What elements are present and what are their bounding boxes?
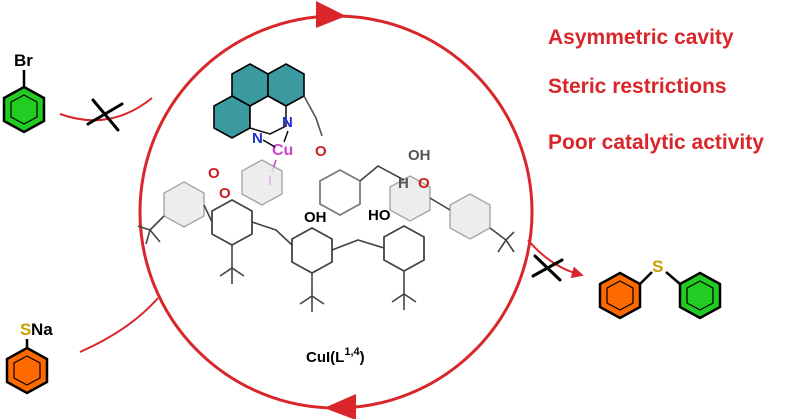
aryl-ring [449, 193, 491, 240]
aryl-ring [241, 159, 283, 206]
nitrogen-label-2: N [282, 114, 293, 131]
hydroxyl-label: OH [408, 147, 431, 164]
aryl-ring [383, 224, 425, 273]
copper-label: Cu [272, 142, 293, 159]
phenanthroline-ligand [213, 63, 305, 139]
blocked-cross-icon [531, 254, 564, 282]
bromine-label: Br [14, 51, 33, 70]
aryl-ring [291, 226, 333, 275]
ether-oxygen-label: O [315, 143, 327, 160]
catalyst-structure: N N Cu I O [137, 63, 515, 312]
thiolate-entry-arrow [79, 297, 159, 353]
cycle-arrowhead-top [316, 1, 346, 28]
aryl-ring [389, 175, 431, 222]
hydroxyl-label: HO [368, 207, 391, 224]
hydroxyl-label: OH [304, 209, 327, 226]
oxygen-label: O [219, 185, 231, 202]
note-asymmetric-cavity: Asymmetric cavity [548, 26, 734, 49]
cycle-arrowhead-bottom [324, 394, 356, 419]
sulfur-label: S [20, 320, 31, 339]
hydrogen-label: H [398, 175, 409, 192]
aryl-ring [163, 181, 205, 228]
note-steric-restrictions: Steric restrictions [548, 75, 727, 98]
catalytic-cycle [138, 1, 534, 419]
blocked-exit-arrow [527, 239, 584, 282]
sodium-thiophenolate-molecule: S Na [5, 320, 53, 395]
aryl-ring [211, 198, 253, 247]
blocked-cross-icon [86, 98, 124, 132]
oxygen-label: O [418, 175, 430, 192]
sulfur-label: S [652, 257, 663, 276]
oxygen-label: O [208, 165, 220, 182]
diphenyl-sulfide-molecule: S [598, 257, 722, 320]
tert-butyl-groups [137, 215, 515, 312]
blocked-entry-arrow [59, 97, 153, 132]
sodium-label: Na [31, 320, 53, 339]
bromobenzene-molecule: Br [2, 51, 46, 134]
catalyst-name: CuI(L1,4) [306, 346, 365, 366]
note-poor-catalytic-activity: Poor catalytic activity [548, 131, 764, 154]
nitrogen-label-1: N [252, 130, 263, 147]
